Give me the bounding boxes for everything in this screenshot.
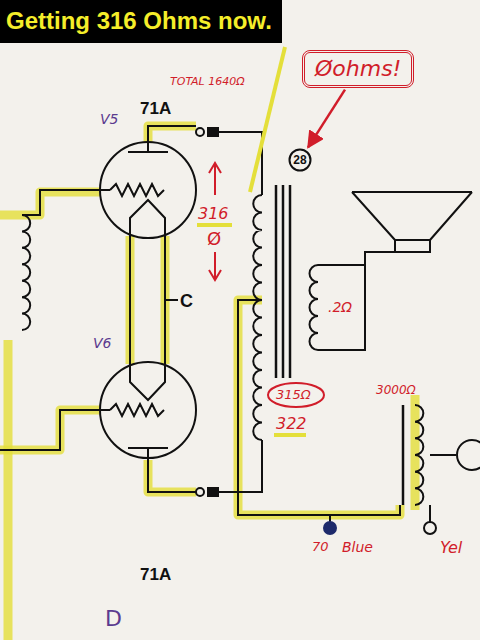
- highlight: [0, 410, 100, 450]
- wire-number: 70: [312, 540, 329, 553]
- grid: [110, 404, 164, 416]
- filament-wire: [130, 236, 165, 364]
- tube-v6: [100, 362, 196, 458]
- resistance-value: 322: [276, 416, 307, 432]
- grid-lead: [100, 189, 110, 191]
- filament: [130, 364, 165, 400]
- terminal: [196, 128, 204, 136]
- choke-wire: [430, 454, 456, 456]
- coil: [415, 405, 423, 505]
- yellow-marks: [197, 47, 306, 435]
- speaker-magnet: [395, 240, 430, 252]
- tube-type: 71A: [140, 566, 171, 583]
- highlight: [0, 192, 100, 215]
- blue-lead-dot: [324, 522, 336, 534]
- choke-core: [402, 405, 405, 505]
- terminal: [208, 488, 218, 496]
- note: TOTAL 1640Ω: [170, 76, 245, 87]
- red-annotations: [209, 163, 324, 407]
- plate: [128, 142, 168, 152]
- terminal-number: 28: [293, 154, 306, 166]
- plate: [128, 448, 168, 458]
- underline: [274, 433, 306, 437]
- grid: [110, 184, 164, 196]
- tube-type: 71A: [140, 100, 171, 117]
- resistance-reading: 316: [198, 206, 229, 222]
- terminal: [196, 488, 204, 496]
- coil: [22, 215, 30, 330]
- terminal-letter: D: [105, 608, 122, 630]
- highlight: [411, 395, 420, 510]
- tube-name: V5: [100, 112, 118, 126]
- title-banner: Getting 316 Ohms now.: [0, 0, 282, 43]
- terminal: [208, 128, 218, 136]
- coil: [310, 265, 319, 350]
- highlight: [4, 340, 13, 640]
- pilot-circle: [457, 440, 480, 470]
- transformer-core: [276, 185, 403, 505]
- primary-wire: [218, 132, 262, 492]
- tube-envelope: [100, 142, 196, 238]
- wire-color: Yel: [440, 540, 462, 556]
- plate-wire: [148, 458, 196, 492]
- callout-text: Øohms!: [315, 58, 401, 80]
- tube-v5: [100, 142, 196, 238]
- lead-wire: [330, 505, 430, 522]
- highlight: [148, 460, 196, 492]
- underline: [197, 223, 232, 227]
- center-tap-wire: [238, 300, 400, 515]
- circle-shape: [290, 150, 311, 171]
- grid-wire: [0, 190, 100, 450]
- resistance-value: 315Ω: [276, 388, 311, 401]
- plate-wire: [148, 126, 196, 142]
- strike-circle: [268, 383, 324, 407]
- yellow-highlight: [0, 126, 415, 640]
- filament: [130, 200, 165, 236]
- filament-tap: [165, 299, 178, 301]
- coil-windings: [22, 195, 423, 505]
- speaker-cone: [352, 192, 472, 240]
- speaker: [352, 192, 472, 252]
- resistance-value: 3000Ω: [376, 384, 416, 396]
- coil: [253, 195, 262, 440]
- leader-line: [250, 47, 285, 192]
- terminal-letter: C: [180, 292, 193, 310]
- tube-envelope: [100, 362, 196, 458]
- highlight: [148, 126, 196, 142]
- grid-lead: [100, 409, 110, 411]
- red-arrow: [209, 163, 221, 195]
- wire-color: Blue: [342, 540, 373, 554]
- callout-box: Øohms!: [302, 50, 414, 88]
- resistance-value: .2Ω: [328, 300, 352, 314]
- terminals: [196, 128, 480, 534]
- red-arrow-connector: [308, 90, 345, 148]
- core-line: [289, 185, 292, 378]
- core-line: [275, 185, 278, 378]
- resistance-reading: Ø: [207, 230, 221, 248]
- core-line: [282, 185, 285, 378]
- yellow-lead-terminal: [424, 522, 436, 534]
- circle-terminal: 28: [288, 148, 312, 172]
- highlight: [130, 236, 165, 364]
- wires: [0, 126, 456, 522]
- secondary-wire: [318, 252, 402, 350]
- red-arrow: [209, 252, 221, 280]
- tube-name: V6: [93, 336, 111, 350]
